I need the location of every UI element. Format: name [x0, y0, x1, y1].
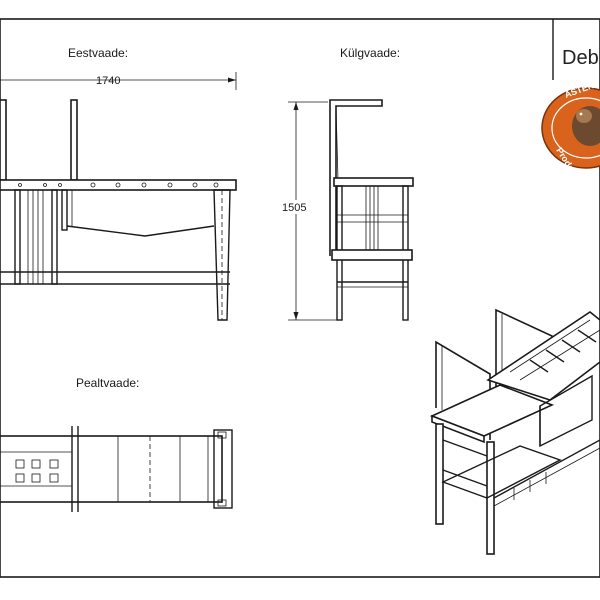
height-dimension-label: 1505: [282, 202, 306, 214]
side-view-title: Külgvaade:: [340, 46, 400, 60]
front-view: Eestvaade: 1740: [0, 46, 237, 321]
top-view: Pealtvaade:: [0, 376, 233, 512]
side-view: Külgvaade: 1505: [280, 46, 414, 321]
isometric-view: [429, 308, 600, 555]
width-dimension-label: 1740: [96, 75, 120, 87]
top-view-bolts: [15, 459, 59, 483]
brand-title: Debe: [562, 47, 600, 69]
top-view-title: Pealtvaade:: [76, 376, 139, 390]
height-dimension: 1505: [280, 101, 338, 321]
deck-bolts: [18, 182, 219, 188]
front-view-title: Eestvaade:: [68, 46, 128, 60]
width-dimension: 1740: [0, 72, 237, 90]
asten-seal-logo: ASTEN Production: [541, 80, 600, 191]
sheet-border: [0, 18, 600, 578]
